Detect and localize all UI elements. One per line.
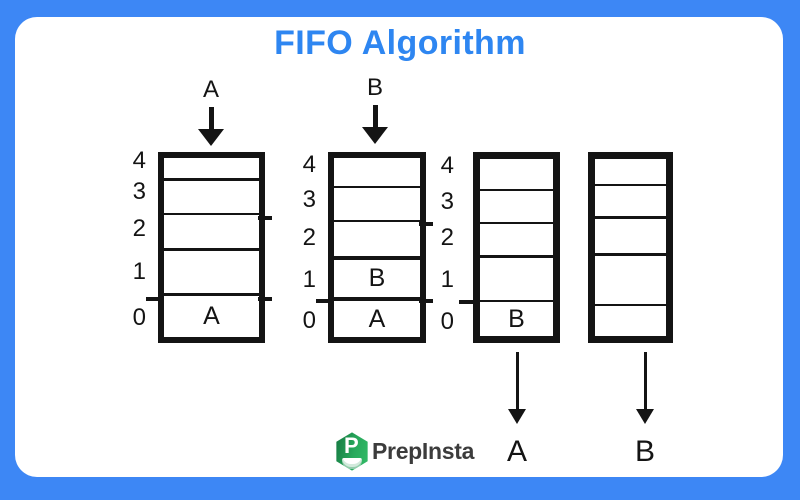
frame-queue-1: A [158,152,265,343]
index-label: 0 [440,307,454,335]
outgoing-item-label: B [634,435,655,468]
frame-slot [334,188,420,223]
enqueue-group-a: A [181,77,241,146]
down-arrow-icon [362,105,388,144]
frame-slot: B [334,260,420,302]
logo-letter: P [344,433,359,458]
frame-slot [595,306,666,336]
slot-value: A [368,304,386,333]
arrow-stem [208,107,214,129]
arrow-head [362,127,388,144]
prepinsta-logo-text: PrepInsta [372,438,475,464]
down-arrow-icon [198,107,224,146]
outgoing-item-label: A [506,435,527,468]
frame-slot [480,224,553,259]
dequeue-group-b: B [615,352,675,468]
prepinsta-hexagon-icon: P [336,432,368,471]
frame-queue-3: B [473,152,560,343]
incoming-item-label: B [366,74,383,101]
down-arrow-icon [508,352,526,424]
index-labels-queue-2: 4 3 2 1 0 [278,149,316,340]
index-label: 0 [132,304,146,331]
slot-value: A [203,301,220,330]
tick-mark [419,299,433,303]
frame-slot [595,186,666,220]
down-arrow-icon [636,352,654,424]
slot-value: B [508,304,525,333]
frame-queue-2: B A [328,152,426,343]
tick-mark [258,297,272,301]
index-labels-queue-1: 4 3 2 1 0 [108,147,146,340]
arrow-head [636,409,654,424]
index-label: 4 [302,151,316,179]
index-label: 0 [302,306,316,334]
slot-value: B [368,264,386,293]
enqueue-group-b: B [345,75,405,144]
dequeue-group-a: A [487,352,547,468]
arrow-head [508,409,526,424]
frame-slot [164,251,259,296]
tick-mark [146,297,160,301]
incoming-item-label: A [202,76,219,103]
index-label: 3 [132,177,146,205]
frame-slot [480,258,553,303]
index-label: 2 [302,223,316,251]
frame-slot [480,191,553,225]
index-label: 1 [302,265,316,293]
frame-slot [595,219,666,257]
index-label: 4 [440,152,454,180]
index-label: 4 [132,147,146,175]
tick-mark [419,222,433,226]
tick-mark [316,299,330,303]
frame-slot [595,159,666,186]
arrow-stem [643,352,647,409]
frame-slot [595,256,666,306]
frame-slot: A [334,301,420,337]
index-label: 2 [440,223,454,251]
arrow-head [198,129,224,146]
page-title: FIFO Algorithm [274,24,526,62]
index-label: 3 [302,185,316,213]
prepinsta-logo: P PrepInsta [330,430,474,473]
tick-mark [258,216,272,220]
index-label: 3 [440,187,454,215]
frame-slot: A [164,296,259,337]
frame-slot: B [480,302,553,336]
logo-mask-shape [342,458,362,469]
frame-slot [480,159,553,191]
index-label: 1 [440,265,454,293]
arrow-stem [372,105,378,127]
index-label: 1 [132,258,146,286]
frame-slot [164,215,259,252]
frame-queue-4 [588,152,673,343]
frame-slot [334,222,420,260]
frame-slot [334,158,420,189]
index-labels-queue-3: 4 3 2 1 0 [416,149,454,340]
tick-mark [459,300,473,304]
index-label: 2 [132,215,146,243]
frame-slot [164,158,259,182]
arrow-stem [515,352,519,409]
frame-slot [164,181,259,216]
